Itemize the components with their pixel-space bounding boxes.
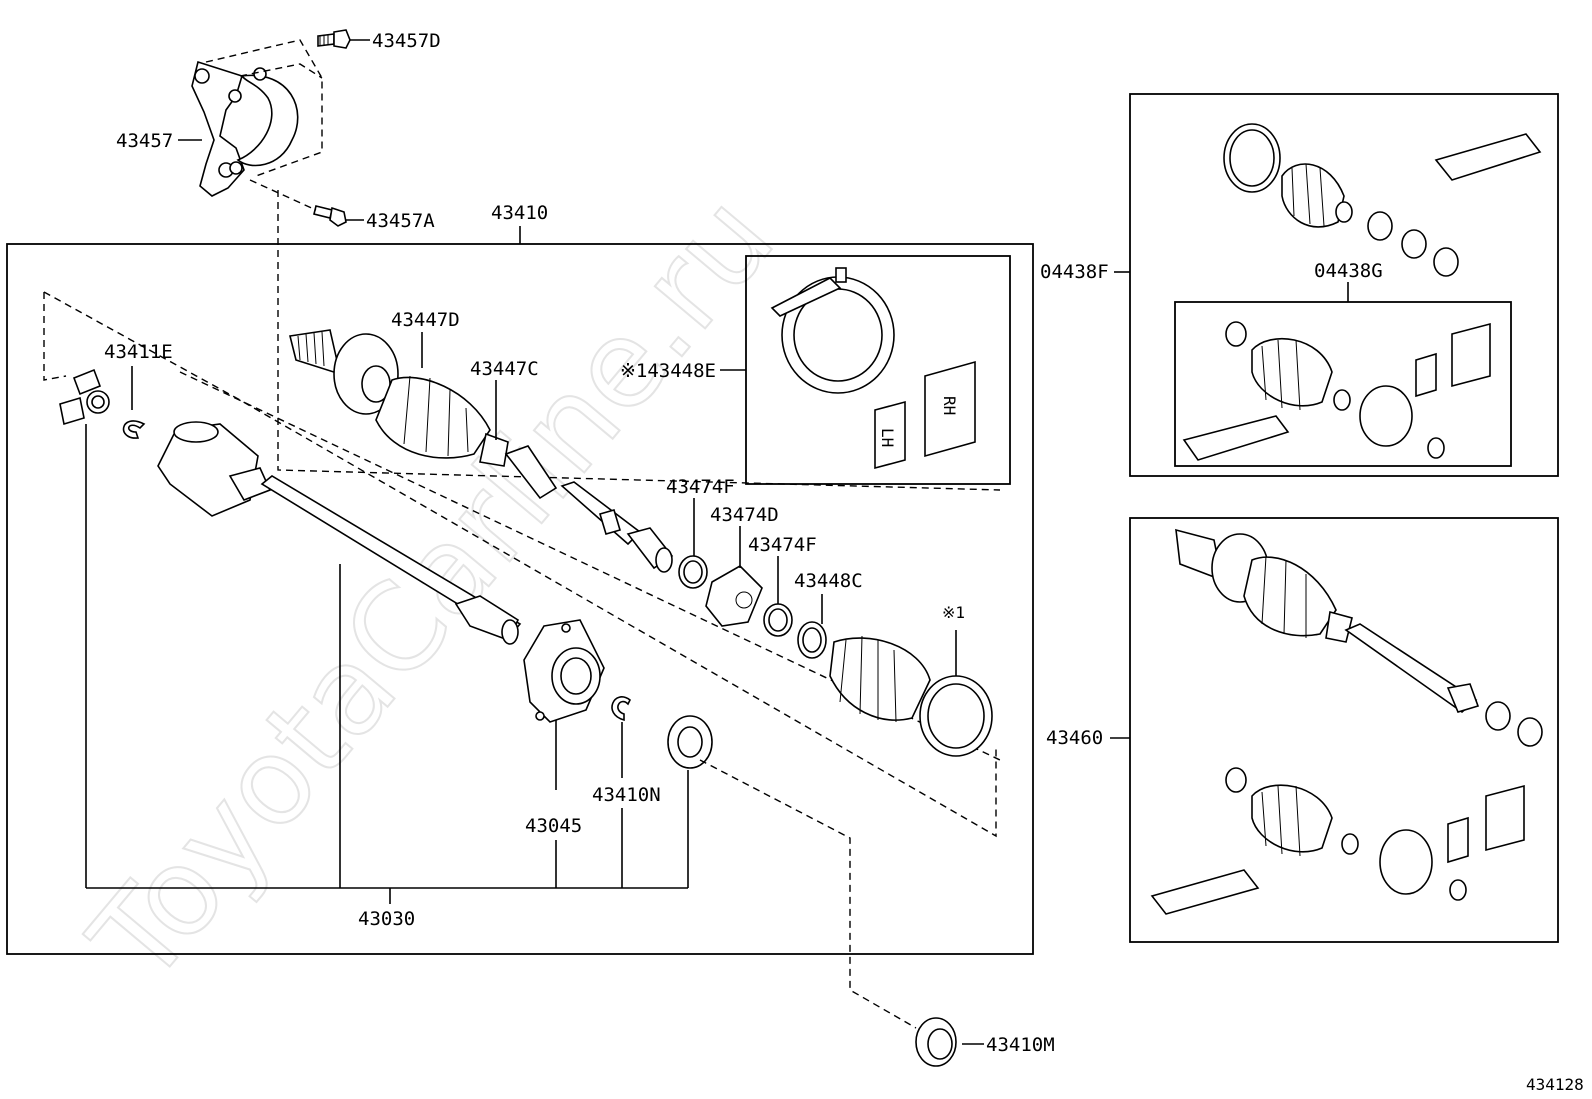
boot-band-clamp — [770, 267, 895, 394]
kit-f-parts — [1223, 123, 1542, 277]
bolt-43457A — [313, 205, 347, 227]
shaft-43460 — [1175, 528, 1543, 747]
svg-text:LH: LH — [878, 428, 897, 447]
label-43457D: 43457D — [372, 30, 441, 52]
bracket-43457 — [191, 60, 299, 197]
label-43448E: ※143448E — [620, 360, 716, 382]
label-43448C: 43448C — [794, 570, 863, 592]
label-04438F: 04438F — [1040, 261, 1109, 283]
rh-tag: RH — [924, 360, 976, 458]
damper-43474D — [705, 565, 763, 627]
snap-ring-43410N — [611, 696, 632, 722]
boot — [829, 635, 931, 723]
outboard-joint-shaft — [289, 329, 674, 573]
bolt-43457D — [317, 29, 351, 49]
label-43474F-a: 43474F — [666, 476, 735, 498]
label-43457: 43457 — [116, 130, 173, 152]
label-43030: 43030 — [358, 908, 415, 930]
label-43447C: 43447C — [470, 358, 539, 380]
clamp-43448C — [797, 621, 827, 659]
clamp-43474F-b — [763, 603, 793, 637]
kit-43460-parts — [1150, 767, 1525, 915]
label-43447D: 43447D — [391, 309, 460, 331]
label-43460: 43460 — [1046, 727, 1103, 749]
boot-kit-box-04438F — [1129, 93, 1559, 477]
svg-text:RH: RH — [940, 396, 959, 415]
label-note1: ※1 — [942, 603, 965, 622]
boot-clamp-large — [919, 675, 993, 757]
diagram-id: 434128 — [1526, 1075, 1584, 1094]
tripod-joint — [59, 368, 110, 426]
label-43457A: 43457A — [366, 210, 435, 232]
bearing-bracket-43045 — [523, 619, 605, 723]
label-43410M: 43410M — [986, 1034, 1055, 1056]
label-43410N: 43410N — [592, 784, 661, 806]
snap-ring-43411E — [122, 420, 146, 439]
label-43474D: 43474D — [710, 504, 779, 526]
clamp-43474F-a — [678, 555, 708, 589]
oil-seal — [667, 715, 713, 769]
boot-kit-box-04438G — [1174, 301, 1512, 467]
lh-tag: LH — [874, 400, 906, 470]
label-43411E: 43411E — [104, 341, 173, 363]
label-04438G: 04438G — [1314, 260, 1383, 282]
label-43045: 43045 — [525, 815, 582, 837]
label-43410: 43410 — [491, 202, 548, 224]
oil-seal-43410M — [915, 1017, 957, 1067]
kit-g-parts — [1182, 321, 1491, 461]
inboard-joint-shaft — [157, 421, 522, 645]
label-43474F-b: 43474F — [748, 534, 817, 556]
assembly-box-43460 — [1129, 517, 1559, 943]
